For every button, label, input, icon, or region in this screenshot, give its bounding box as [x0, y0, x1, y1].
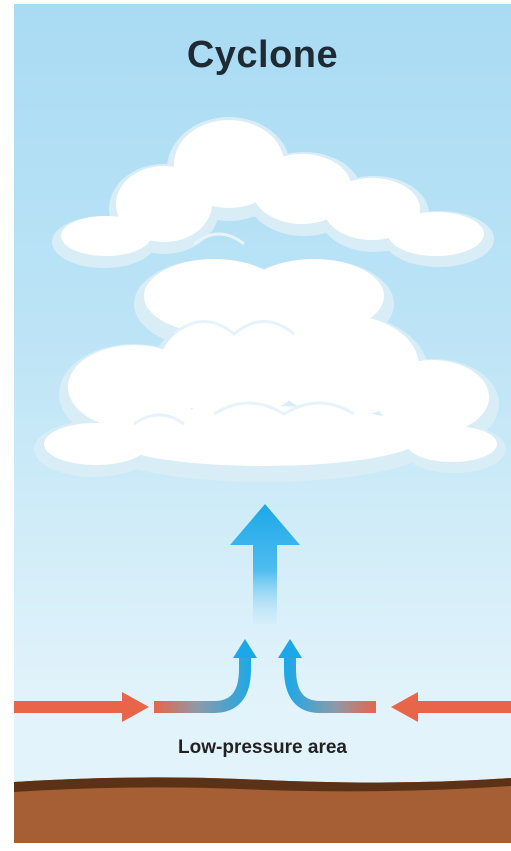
ground — [14, 777, 511, 843]
inflow-arrow-icon — [278, 639, 376, 707]
inflow-arrow-icon — [391, 692, 511, 722]
diagram-canvas — [14, 4, 511, 843]
inflow-arrow-icon — [14, 692, 149, 722]
rising-air-arrow-icon — [230, 504, 300, 624]
inflow-arrow-icon — [154, 639, 257, 707]
diagram-title: Cyclone — [14, 34, 511, 77]
cloud-icon — [34, 117, 506, 482]
ground-label: Low-pressure area — [14, 737, 511, 759]
cyclone-diagram: Cyclone Low-pressure area — [14, 4, 511, 843]
